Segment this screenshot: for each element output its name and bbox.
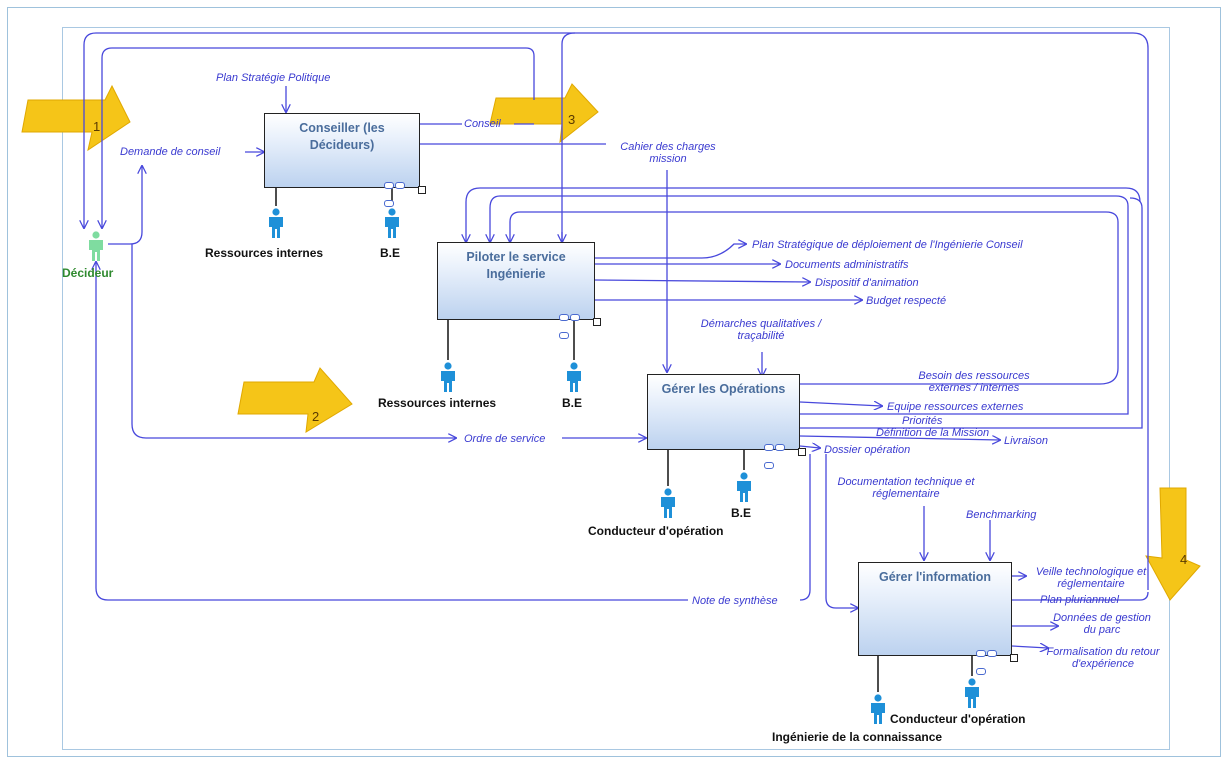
person-icon xyxy=(567,362,581,392)
flow-label: Benchmarking xyxy=(966,509,1037,521)
activity-ovals-icon xyxy=(383,176,413,207)
activity-title: Gérer les Opérations xyxy=(661,382,786,396)
person-icon xyxy=(737,472,751,502)
resource-label: Conducteur d'opération xyxy=(588,524,724,538)
flow-label: Veille technologique et réglementaire xyxy=(1035,566,1147,590)
step-number-1: 1 xyxy=(93,119,101,134)
resource-label: B.E xyxy=(380,246,401,260)
activity-ovals-icon xyxy=(975,644,1005,675)
flow-label: Données de gestion du parc xyxy=(1053,612,1151,636)
decideur-label: Décideur xyxy=(62,266,114,280)
diagram-frame xyxy=(7,7,1221,757)
step-arrow-4 xyxy=(1145,487,1201,601)
flow-label: Budget respecté xyxy=(866,295,947,307)
flow-label: Plan Stratégie Politique xyxy=(216,72,331,84)
person-icon xyxy=(965,678,979,708)
flow-label: Besoin des ressources externes / interne… xyxy=(918,370,1030,394)
flow-label: Priorités xyxy=(902,415,943,427)
resource-label: Ingénierie de la connaissance xyxy=(772,730,943,744)
flow-label: Note de synthèse xyxy=(692,595,778,607)
diagram-inner-frame xyxy=(62,27,1170,750)
step-arrow-3 xyxy=(489,83,599,144)
flow-label: Equipe ressources externes xyxy=(887,401,1024,413)
activity-corner-icon xyxy=(418,186,426,194)
activity-corner-icon xyxy=(798,448,806,456)
person-icon xyxy=(871,694,885,724)
decideur-person-icon xyxy=(89,231,103,261)
resource-label: B.E xyxy=(731,506,752,520)
flow-label: Ordre de service xyxy=(464,433,546,445)
step-arrow-2 xyxy=(237,367,353,433)
flow-label: Documentation technique et réglementaire xyxy=(837,476,975,500)
person-icon xyxy=(269,208,283,238)
flow-label: Dossier opération xyxy=(824,444,911,456)
step-number-4: 4 xyxy=(1180,552,1188,567)
flow-label: Formalisation du retour d'expérience xyxy=(1046,646,1160,670)
step-number-3: 3 xyxy=(568,112,576,127)
activity-gerer-information[interactable]: Gérer l'information xyxy=(858,562,1018,675)
flow-label: Documents administratifs xyxy=(785,259,909,271)
person-icon xyxy=(385,208,399,238)
flow-label: Démarches qualitatives / traçabilité xyxy=(700,318,822,342)
flow-label: Livraison xyxy=(1004,435,1049,447)
activity-title: Conseiller (les Décideurs) xyxy=(299,121,385,152)
activity-conseiller[interactable]: Conseiller (les Décideurs) xyxy=(264,113,426,207)
flow-label: Définition de la Mission xyxy=(876,427,990,439)
activity-corner-icon xyxy=(593,318,601,326)
flow-label: Dispositif d'animation xyxy=(815,277,919,289)
person-icon xyxy=(441,362,455,392)
activity-ovals-icon xyxy=(558,308,588,339)
flow-label: Plan Stratégique de déploiement de l'Ing… xyxy=(752,239,1023,251)
activity-gerer-operations[interactable]: Gérer les Opérations xyxy=(647,374,806,469)
flow-label: Conseil xyxy=(464,118,501,130)
resource-label: Conducteur d'opération xyxy=(890,712,1026,726)
person-icon xyxy=(661,488,675,518)
flow-label: Demande de conseil xyxy=(120,146,221,158)
step-arrow-1 xyxy=(21,84,131,152)
step-number-2: 2 xyxy=(312,409,320,424)
flow-label: Plan pluriannuel xyxy=(1040,594,1119,606)
activity-piloter[interactable]: Piloter le service Ingénierie xyxy=(437,242,601,339)
activity-corner-icon xyxy=(1010,654,1018,662)
activity-title: Piloter le service Ingénierie xyxy=(466,250,566,281)
activity-ovals-icon xyxy=(763,438,793,469)
activity-title: Gérer l'information xyxy=(878,570,992,584)
resource-label: B.E xyxy=(562,396,583,410)
resource-label: Ressources internes xyxy=(205,246,324,260)
flow-label: Cahier des charges mission xyxy=(620,141,716,165)
resource-label: Ressources internes xyxy=(378,396,497,410)
